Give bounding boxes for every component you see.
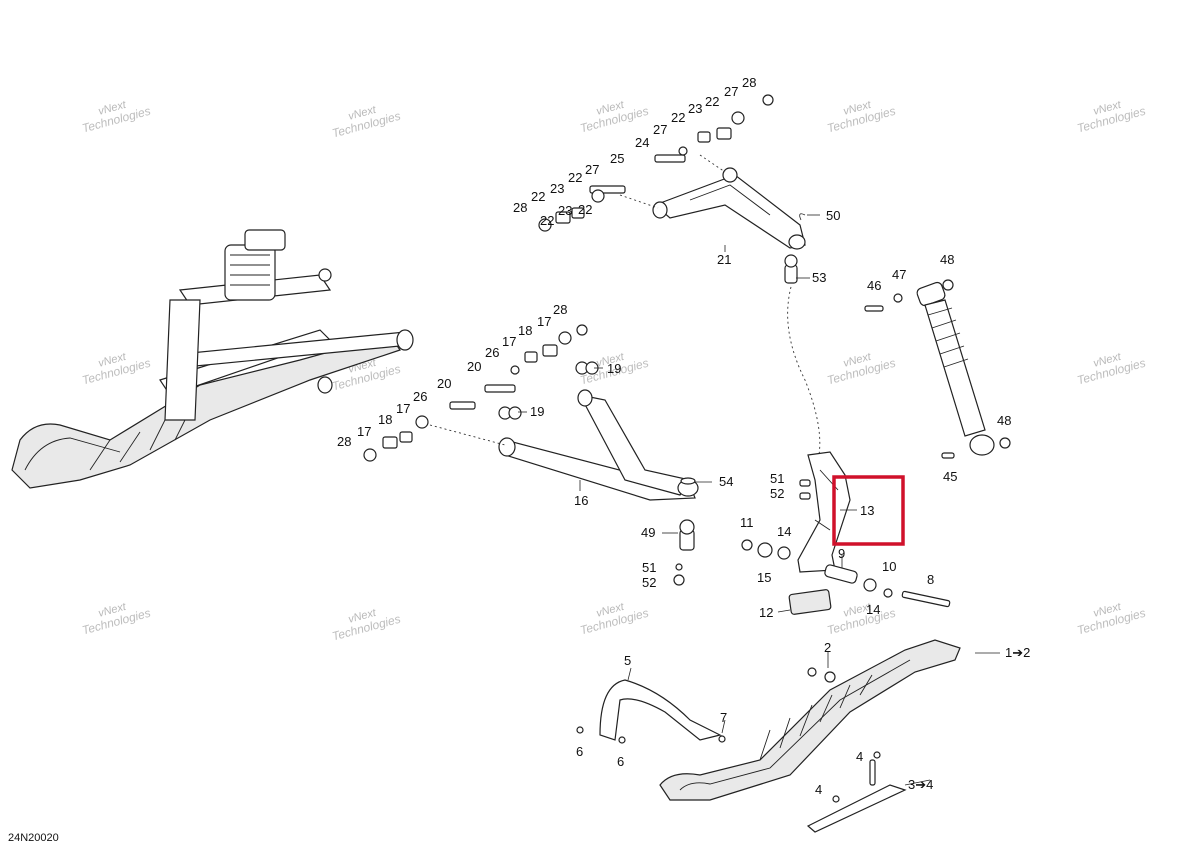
part-labels: 28 27 23 22 22 27 24 22 23 22 27 25 28 2… xyxy=(337,75,1030,797)
part-label: 22 xyxy=(540,213,554,228)
part-label: 17 xyxy=(502,334,516,349)
part-label: 14 xyxy=(866,602,880,617)
part-label: 10 xyxy=(882,559,896,574)
part-label: 28 xyxy=(742,75,756,90)
part-label: 19 xyxy=(607,361,621,376)
watermark: vNext Technologies xyxy=(331,607,403,644)
part-label: 21 xyxy=(717,252,731,267)
part-label: 54 xyxy=(719,474,733,489)
part-label: 28 xyxy=(337,434,351,449)
watermark: vNext Technologies xyxy=(1076,99,1148,136)
part-label: 2 xyxy=(824,640,831,655)
part-label: 20 xyxy=(437,376,451,391)
watermark: vNext Technologies xyxy=(826,351,898,388)
watermark: vNext Technologies xyxy=(81,99,153,136)
upper-a-arm-group xyxy=(538,94,821,461)
part-label: 22 xyxy=(568,170,582,185)
watermark: vNext Technologies xyxy=(579,601,651,638)
part-label: 45 xyxy=(943,469,957,484)
part-label: 12 xyxy=(759,605,773,620)
part-label: 23 xyxy=(550,181,564,196)
leader-lines xyxy=(518,214,1000,786)
part-label: 27 xyxy=(653,122,667,137)
part-label: 14 xyxy=(777,524,791,539)
part-label: 18 xyxy=(378,412,392,427)
watermark: vNext Technologies xyxy=(1076,601,1148,638)
part-label: 53 xyxy=(812,270,826,285)
part-label: 17 xyxy=(396,401,410,416)
watermark: vNext Technologies xyxy=(331,104,403,141)
part-label: 48 xyxy=(997,413,1011,428)
part-label: 6 xyxy=(617,754,624,769)
part-label: 27 xyxy=(724,84,738,99)
part-label: 22 xyxy=(671,110,685,125)
part-label: 23 xyxy=(688,101,702,116)
part-label: 26 xyxy=(485,345,499,360)
part-label: 17 xyxy=(357,424,371,439)
diagram-code: 24N20020 xyxy=(8,832,59,844)
part-label: 15 xyxy=(757,570,771,585)
watermark: vNext Technologies xyxy=(1076,351,1148,388)
part-label: 52 xyxy=(642,575,656,590)
part-label: 8 xyxy=(927,572,934,587)
shock-absorber xyxy=(864,279,1011,459)
part-label: 51 xyxy=(770,471,784,486)
watermark: vNext Technologies xyxy=(826,99,898,136)
part-label: 28 xyxy=(513,200,527,215)
part-label: 49 xyxy=(641,525,655,540)
part-label: 3➔4 xyxy=(908,777,933,792)
part-label: 47 xyxy=(892,267,906,282)
part-label: 16 xyxy=(574,493,588,508)
part-label: 28 xyxy=(553,302,567,317)
part-label: 4 xyxy=(856,749,863,764)
part-label: 20 xyxy=(467,359,481,374)
part-label: 17 xyxy=(537,314,551,329)
part-label: 22 xyxy=(531,189,545,204)
part-label: 7 xyxy=(720,710,727,725)
part-label: 18 xyxy=(518,323,532,338)
part-label: 25 xyxy=(610,151,624,166)
part-label: 52 xyxy=(770,486,784,501)
part-label: 50 xyxy=(826,208,840,223)
lower-a-arm-group xyxy=(363,324,699,586)
ski xyxy=(576,639,961,833)
part-label: 5 xyxy=(624,653,631,668)
part-label-13: 13 xyxy=(860,503,874,518)
part-label: 26 xyxy=(413,389,427,404)
part-label: 51 xyxy=(642,560,656,575)
part-label: 1➔2 xyxy=(1005,645,1030,660)
part-label: 46 xyxy=(867,278,881,293)
watermark: vNext Technologies xyxy=(81,351,153,388)
part-label: 19 xyxy=(530,404,544,419)
part-label: 4 xyxy=(815,782,822,797)
part-label: 11 xyxy=(740,515,754,530)
spindle-group xyxy=(741,451,951,615)
part-label: 48 xyxy=(940,252,954,267)
part-label: 9 xyxy=(838,546,845,561)
part-label: 6 xyxy=(576,744,583,759)
part-label: 22 xyxy=(705,94,719,109)
watermark: vNext Technologies xyxy=(826,601,898,638)
highlight-box xyxy=(832,475,905,546)
part-label: 23 xyxy=(558,203,572,218)
watermark: vNext Technologies xyxy=(579,99,651,136)
part-label: 22 xyxy=(578,202,592,217)
part-label: 27 xyxy=(585,162,599,177)
part-label: 24 xyxy=(635,135,649,150)
assembled-ski-illustration xyxy=(11,229,414,489)
watermark: vNext Technologies xyxy=(81,601,153,638)
